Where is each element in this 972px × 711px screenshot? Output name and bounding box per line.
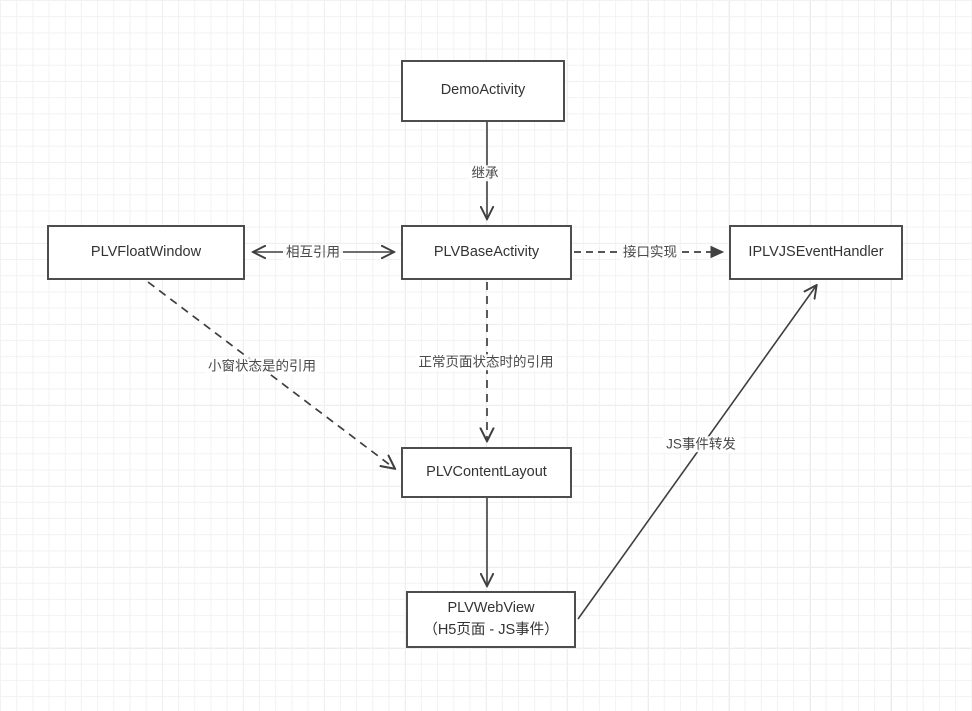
edge-label-normal-reference: 正常页面状态时的引用 [415, 354, 557, 370]
node-iplv-js-event-handler[interactable]: IPLVJSEventHandler [729, 225, 903, 280]
node-plv-float-window[interactable]: PLVFloatWindow [47, 225, 245, 280]
node-demo-activity[interactable]: DemoActivity [401, 60, 565, 122]
node-plv-web-view[interactable]: PLVWebView （H5页面 - JS事件） [406, 591, 576, 648]
node-plv-content-layout[interactable]: PLVContentLayout [401, 447, 572, 498]
edge-js-forward-line [577, 286, 816, 620]
edge-label-inherit: 继承 [468, 165, 502, 181]
edge-label-js-forward: JS事件转发 [663, 436, 739, 452]
node-plv-base-activity-label: PLVBaseActivity [433, 243, 540, 260]
edge-label-float-reference: 小窗状态是的引用 [205, 358, 319, 374]
edge-label-interface-impl: 接口实现 [620, 244, 680, 260]
node-plv-base-activity[interactable]: PLVBaseActivity [401, 225, 572, 280]
edge-float-reference-line [147, 281, 394, 468]
node-plv-content-layout-label: PLVContentLayout [426, 463, 547, 480]
node-iplv-js-event-handler-label: IPLVJSEventHandler [748, 243, 884, 260]
node-plv-web-view-label: PLVWebView （H5页面 - JS事件） [423, 600, 559, 638]
edge-label-mutual-reference: 相互引用 [283, 244, 343, 260]
node-demo-activity-label: DemoActivity [440, 82, 526, 99]
node-plv-float-window-label: PLVFloatWindow [90, 243, 202, 260]
